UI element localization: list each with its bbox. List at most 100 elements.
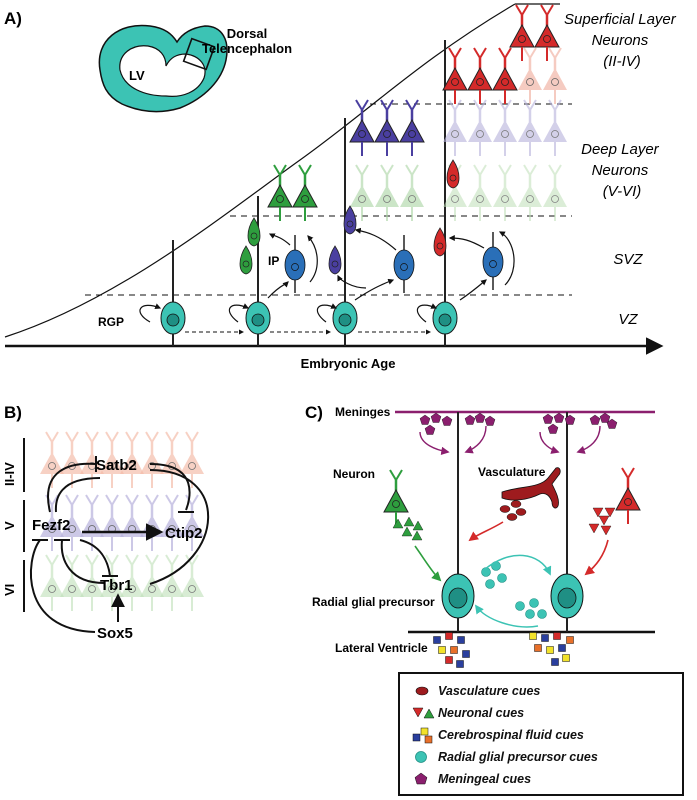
ip-green-arrow [268,233,291,246]
fezf2-tbr1-line [79,539,111,577]
ventricle-label: Lateral Ventricle [335,641,428,655]
layer5-neuron-3 [80,494,104,551]
sox5-loop [29,539,96,633]
panel-b: B) II-IV V VI Satb2 Fezf2 Ctip2 Tbr1 Sox… [2,403,210,642]
panel-a-cells [139,4,567,346]
migrating-neuron-red-1 [433,227,447,257]
csf-cue-13 [546,646,554,654]
meningeal-cue-23 [589,414,601,425]
rgp-cue-8 [537,609,547,619]
pentagon-icon [410,770,438,788]
rgp-cue-arrow-1 [483,554,552,576]
vasculature-cue-3 [506,513,518,521]
layer24-neuron-8 [180,431,204,488]
rgp-cue-5 [515,601,525,611]
ip-red-arrow [448,235,485,249]
csf-cue-11 [553,632,561,640]
ip-label: IP [268,254,279,268]
green-neuronal-cue-4 [401,526,413,537]
vasculature-cue-2 [510,500,522,508]
csf-cue-8 [456,660,464,668]
brain-section-icon: LV [98,24,228,113]
superficial-neuron-red-5 [492,47,518,104]
csf-cue-17 [562,654,570,662]
outer-loop-line [54,477,101,513]
rgp-cue-3 [485,579,495,589]
panel-c-items [383,412,641,668]
csf-cue-15 [566,636,574,644]
rgp-c-cell-1 [441,412,475,632]
legend-row-rgp: Radial glial precursor cues [410,748,598,766]
layer-6-label: VI [2,584,17,596]
faded-green-neuron-b2 [468,164,492,221]
meningeal-cue-arrow-1 [419,431,450,456]
rgp-self-renew-4 [416,303,438,323]
layer24-neuron-6 [140,431,164,488]
triangle-icon [410,704,438,722]
rgp-cell-3 [332,118,358,346]
panel-c-label: C) [305,403,323,422]
vasculature-cue-1 [499,505,511,513]
csf-cue-14 [558,644,566,652]
lv-label: LV [129,68,145,83]
layer-2-4-label: II-IV [2,462,17,486]
ip-purple-arrow [354,227,397,251]
csf-cue-6 [462,650,470,658]
superficial-neuron-red-3 [442,47,468,104]
layer6-neuron-1 [40,554,64,611]
faded-green-neuron-3 [400,164,424,221]
panel-a-label: A) [4,9,22,28]
red-neuronal-cue-2 [604,507,616,518]
gene-sox5: Sox5 [97,625,133,642]
ip-cell-3 [482,232,504,290]
deep-neuron-purple-3 [399,99,425,156]
rgp-c-cell-2 [550,412,584,632]
migrating-neuron-green-1 [239,245,253,275]
faded-green-neuron-1 [350,164,374,221]
meningeal-cue-25 [606,418,618,429]
deep-neuron-purple-2 [374,99,400,156]
square-icon [410,726,438,744]
legend-label-meningeal: Meningeal cues [438,772,532,786]
rgp-self-renew-3 [316,303,338,323]
outer-right-loop [149,469,210,585]
meningeal-cue-arrow-2 [464,425,487,454]
cue-legend: Vasculature cues Neuronal cues Cerebrosp… [398,672,684,796]
csf-cue-7 [445,656,453,664]
cortex-surface-line [4,3,516,338]
layer5-neuron-1 [40,494,64,551]
embryonic-age-label: Embryonic Age [301,356,396,371]
meningeal-cue-arrow-4 [576,425,601,454]
superficial-layer-label: Superficial Layer Neurons (II-IV) [564,11,680,70]
legend-row-csf: Cerebrospinal fluid cues [410,726,584,744]
meningeal-cue-5 [542,413,554,424]
circle-icon [410,748,438,766]
red-cue-arrow [584,539,609,576]
vasculature-cue-arrow [468,521,504,542]
rgp-cue-arrow-2 [474,604,539,628]
faded-purple-neuron-1 [443,99,467,156]
rgp-c-label: Radial glial precursor [312,595,435,609]
csf-cue-1 [433,636,441,644]
panel-c: C) Meninges Lateral Ventricle Neuron Vas… [305,403,655,668]
gene-tbr1: Tbr1 [100,577,133,594]
layer6-neuron-8 [180,554,204,611]
svz-label: SVZ [613,251,643,268]
layer6-neuron-3 [80,554,104,611]
rgp-cell-2 [245,196,271,346]
green-neuron-c [383,469,409,526]
faded-green-neuron-b3 [493,164,517,221]
superficial-neuron-red-4 [467,47,493,104]
superficial-neuron-red-2 [534,4,560,61]
csf-cue-4 [438,646,446,654]
faded-purple-neuron-5 [543,99,567,156]
rgp-cell-1 [160,240,186,346]
legend-row-vasculature: Vasculature cues [410,682,540,700]
faded-green-neuron-b4 [518,164,542,221]
ip-loop-2 [337,274,367,289]
legend-row-meningeal: Meningeal cues [410,770,531,788]
vz-label: VZ [618,311,638,328]
layer24-neuron-1 [40,431,64,488]
